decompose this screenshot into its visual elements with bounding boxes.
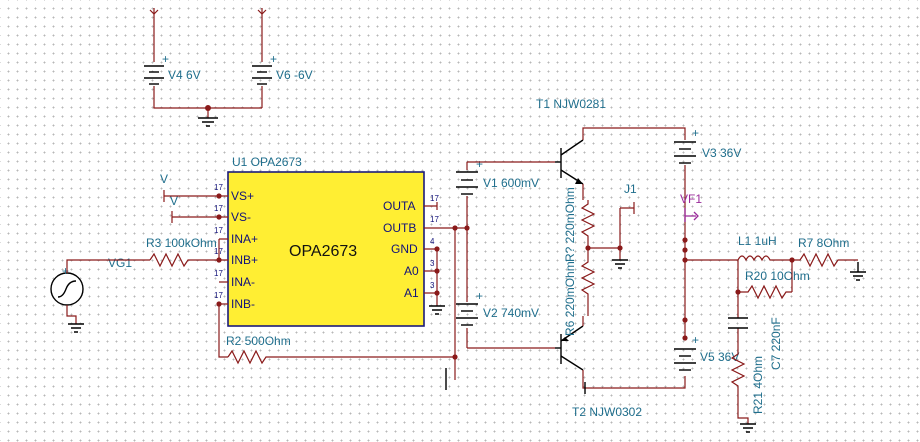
jumper-j1[interactable] (616, 198, 638, 248)
label-r7: R7 8Ohm (798, 236, 849, 250)
svg-text:+: + (476, 289, 483, 303)
label-r2: R2 500Ohm (226, 334, 291, 348)
pin-inam: INA- (231, 275, 255, 289)
probe-vf1[interactable] (684, 208, 699, 222)
pin-outb: OUTB (383, 221, 416, 235)
label-u1: U1 OPA2673 (232, 155, 302, 169)
net-label-v-bottom: V (170, 194, 178, 208)
transistor-t2[interactable] (553, 324, 587, 374)
label-v5: V5 36V (700, 350, 739, 364)
ground-top (198, 105, 218, 127)
pin-num-a0: 3 (430, 259, 435, 268)
label-v2: V2 740mV (483, 306, 539, 320)
label-r6: R6 220mOhm (563, 261, 577, 336)
pin-a1: A1 (404, 286, 419, 300)
label-r21: R21 4Ohm (751, 356, 765, 414)
svg-text:+: + (62, 264, 69, 278)
supply-v6[interactable]: + (248, 8, 278, 108)
transistor-t1[interactable] (553, 138, 587, 188)
pin-num-inbm: 17 (214, 291, 223, 300)
pin-num-vsm: 17 (214, 204, 223, 213)
resistor-top-emitter[interactable] (578, 200, 598, 248)
pin-num-a1: 3 (430, 281, 435, 290)
battery-v2[interactable]: + (454, 289, 483, 330)
label-v6: V6 -6V (276, 68, 313, 82)
resistor-r3[interactable] (148, 250, 219, 270)
svg-text:+: + (162, 52, 169, 66)
supply-v3[interactable]: + (672, 126, 700, 168)
svg-text:+: + (270, 52, 277, 66)
svg-text:+: + (692, 126, 699, 140)
inductor-l1[interactable] (736, 250, 792, 266)
battery-v1[interactable]: + (454, 157, 483, 198)
resistor-r7[interactable] (792, 250, 858, 270)
pin-inap: INA+ (231, 232, 258, 246)
label-r-top: R? 220mOhm (563, 187, 577, 262)
pin-vsm: VS- (231, 210, 251, 224)
svg-text:+: + (692, 333, 699, 347)
capacitor-c7[interactable] (726, 292, 750, 344)
pin-inbm: INB- (231, 297, 255, 311)
supply-v4[interactable]: + (140, 8, 262, 109)
pin-num-outa: 17 (430, 194, 439, 203)
label-c7: C7 220nF (769, 317, 783, 370)
resistor-r2[interactable] (226, 347, 455, 367)
pin-inbp: INB+ (231, 253, 258, 267)
resistor-r20[interactable] (738, 282, 792, 302)
label-t1: T1 NJW0281 (536, 97, 606, 111)
pin-num-gnd: 4 (430, 237, 435, 246)
label-r20: R20 10Ohm (745, 269, 810, 283)
pin-a0: A0 (404, 264, 419, 278)
opamp-u1-name: OPA2673 (289, 243, 357, 260)
label-t2: T2 NJW0302 (572, 405, 642, 419)
label-r3: R3 100kOhm (146, 236, 217, 250)
pin-num-outb: 17 (430, 215, 439, 224)
pin-vsp: VS+ (231, 189, 254, 203)
label-l1: L1 1uH (738, 234, 777, 248)
supply-v5[interactable]: + (672, 333, 700, 375)
pin-gnd: GND (391, 242, 418, 256)
pin-num-vsp: 17 (214, 183, 223, 192)
resistor-r6[interactable] (578, 248, 598, 316)
pin-outa: OUTA (383, 199, 415, 213)
label-v3: V3 36V (702, 146, 741, 160)
net-label-v-top: V (160, 172, 168, 186)
label-j1: J1 (624, 182, 637, 196)
label-v1: V1 600mV (483, 176, 539, 190)
opamp-u1[interactable] (227, 171, 425, 327)
pin-num-inap: 17 (214, 226, 223, 235)
label-vg1: VG1 (108, 256, 132, 270)
label-v4: V4 6V (168, 68, 201, 82)
resistor-r21[interactable] (728, 344, 748, 406)
pin-num-inam: 17 (214, 269, 223, 278)
label-vf1: VF1 (680, 192, 702, 206)
svg-text:+: + (476, 157, 483, 171)
